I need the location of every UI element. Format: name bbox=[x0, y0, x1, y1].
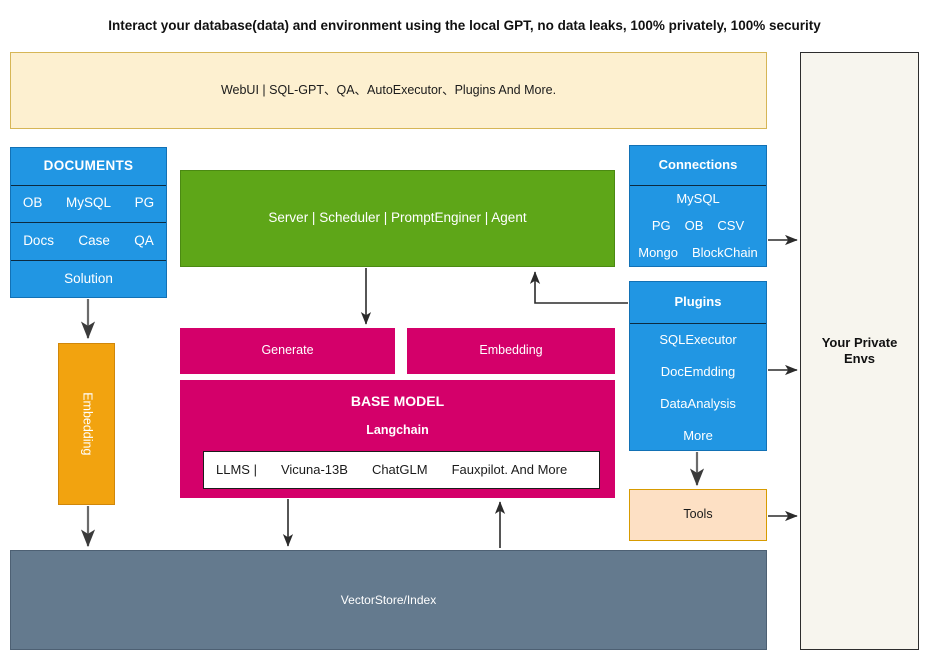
connections-row-1: MySQL bbox=[630, 186, 766, 213]
plugins-panel: Plugins SQLExecutor DocEmdding DataAnaly… bbox=[629, 281, 767, 451]
generate-box: Generate bbox=[180, 328, 395, 374]
connection-pg: PG bbox=[651, 218, 671, 234]
base-model-title: BASE MODEL bbox=[350, 393, 445, 409]
documents-row-solution: Solution bbox=[64, 270, 113, 286]
documents-title: DOCUMENTS bbox=[11, 148, 166, 186]
server-bar: Server | Scheduler | PromptEnginer | Age… bbox=[180, 170, 615, 267]
documents-content-case: Case bbox=[78, 232, 110, 248]
documents-row-content: Docs Case QA bbox=[11, 223, 166, 261]
embedding-vertical-box: Embedding bbox=[58, 343, 115, 505]
connections-title: Connections bbox=[630, 146, 766, 186]
private-envs-line2: Envs bbox=[843, 351, 876, 366]
vectorstore-label: VectorStore/Index bbox=[340, 592, 437, 607]
private-envs-line1: Your Private bbox=[821, 334, 898, 350]
tools-box: Tools bbox=[629, 489, 767, 541]
documents-db-mysql: MySQL bbox=[65, 195, 111, 211]
llms-strip: LLMS | Vicuna-13B ChatGLM Fauxpilot. And… bbox=[203, 451, 600, 489]
documents-content-docs: Docs bbox=[23, 232, 54, 248]
plugin-more: More bbox=[683, 427, 713, 443]
tools-label: Tools bbox=[683, 507, 713, 522]
embedding-label: Embedding bbox=[479, 343, 543, 358]
connection-blockchain: BlockChain bbox=[691, 245, 758, 261]
plugin-docemdding: DocEmdding bbox=[660, 363, 736, 379]
page-title: Interact your database(data) and environ… bbox=[108, 17, 821, 33]
base-model-block: BASE MODEL Langchain LLMS | Vicuna-13B C… bbox=[180, 380, 615, 498]
vectorstore-bar: VectorStore/Index bbox=[10, 550, 767, 650]
connection-mongo: Mongo bbox=[638, 245, 678, 261]
langchain-label: Langchain bbox=[366, 423, 429, 437]
llm-chatglm: ChatGLM bbox=[371, 461, 428, 477]
private-envs-panel: Your Private Envs bbox=[800, 52, 919, 650]
embedding-box: Embedding bbox=[407, 328, 615, 374]
plugin-sqlexecutor: SQLExecutor bbox=[659, 331, 737, 347]
documents-content-qa: QA bbox=[134, 232, 154, 248]
documents-row-databases: OB MySQL PG bbox=[11, 186, 166, 223]
connection-ob: OB bbox=[684, 218, 704, 234]
documents-db-ob: OB bbox=[22, 195, 43, 211]
connections-row-2: PG OB CSV bbox=[630, 213, 766, 240]
connection-csv: CSV bbox=[717, 218, 745, 234]
server-bar-label: Server | Scheduler | PromptEnginer | Age… bbox=[268, 210, 527, 226]
webui-banner-label: WebUI | SQL-GPT、QA、AutoExecutor、Plugins … bbox=[220, 82, 557, 97]
connection-mysql: MySQL bbox=[676, 191, 720, 207]
plugins-title: Plugins bbox=[630, 282, 766, 324]
private-envs-label: Your Private Envs bbox=[822, 335, 898, 368]
embedding-vertical-label: Embedding bbox=[80, 392, 95, 456]
arrow-plugins-to-server bbox=[529, 271, 628, 304]
plugin-dataanalysis: DataAnalysis bbox=[660, 395, 736, 411]
documents-panel: DOCUMENTS OB MySQL PG Docs Case QA Solut… bbox=[10, 147, 167, 298]
connections-panel: Connections MySQL PG OB CSV Mongo BlockC… bbox=[629, 145, 767, 267]
llms-prefix-label: LLMS | bbox=[216, 461, 257, 477]
llm-fauxpilot: Fauxpilot. And More bbox=[451, 461, 568, 477]
llm-vicuna: Vicuna-13B bbox=[280, 461, 348, 477]
generate-label: Generate bbox=[261, 343, 314, 358]
connections-row-3: Mongo BlockChain bbox=[630, 240, 766, 267]
webui-banner: WebUI | SQL-GPT、QA、AutoExecutor、Plugins … bbox=[10, 52, 767, 129]
documents-db-pg: PG bbox=[134, 195, 155, 211]
